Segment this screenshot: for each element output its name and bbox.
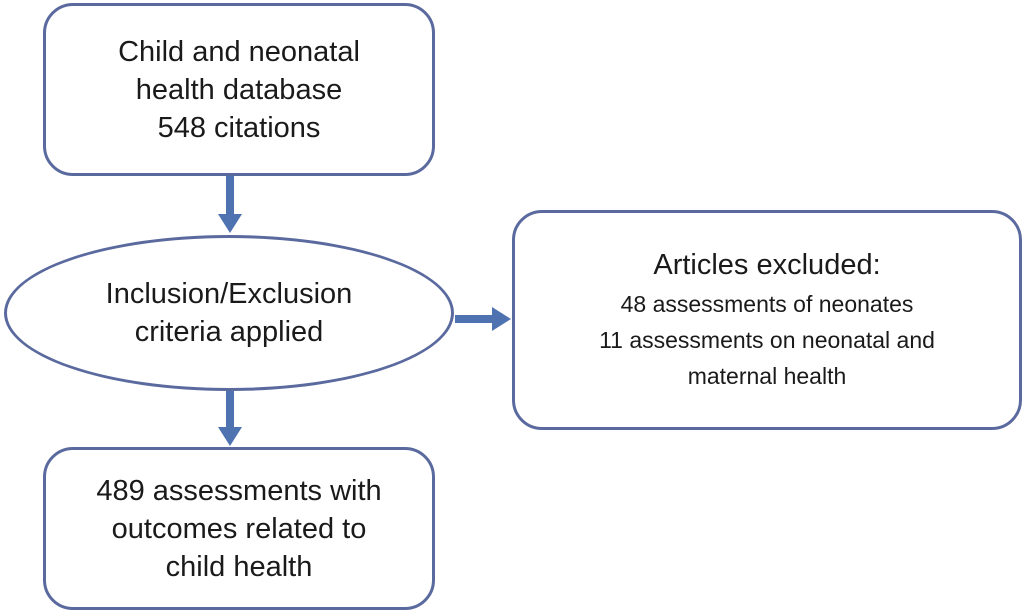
excluded-articles-box: Articles excluded: 48 assessments of neo… [512, 210, 1022, 430]
excluded-line-1: 48 assessments of neonates [620, 291, 914, 317]
excluded-heading: Articles excluded: [653, 249, 881, 281]
result-box: 489 assessments with outcomes related to… [43, 447, 435, 610]
criteria-line-1: Inclusion/Exclusion [105, 278, 353, 310]
result-line-2: outcomes related to [111, 512, 367, 545]
arrow-criteria-to-excluded [455, 307, 511, 331]
arrow-source-to-criteria [218, 176, 242, 233]
source-database-box: Child and neonatal health database 548 c… [43, 3, 435, 176]
source-line-1: Child and neonatal [118, 35, 360, 68]
criteria-ellipse: Inclusion/Exclusion criteria applied [4, 235, 454, 391]
source-line-3: 548 citations [157, 111, 321, 144]
result-line-3: child health [165, 550, 313, 583]
excluded-line-2: 11 assessments on neonatal and [599, 327, 935, 353]
arrow-criteria-to-result [218, 391, 242, 446]
result-line-1: 489 assessments with [96, 474, 382, 507]
source-line-2: health database [135, 73, 343, 106]
excluded-line-3: maternal health [687, 363, 847, 389]
criteria-line-2: criteria applied [134, 316, 324, 348]
